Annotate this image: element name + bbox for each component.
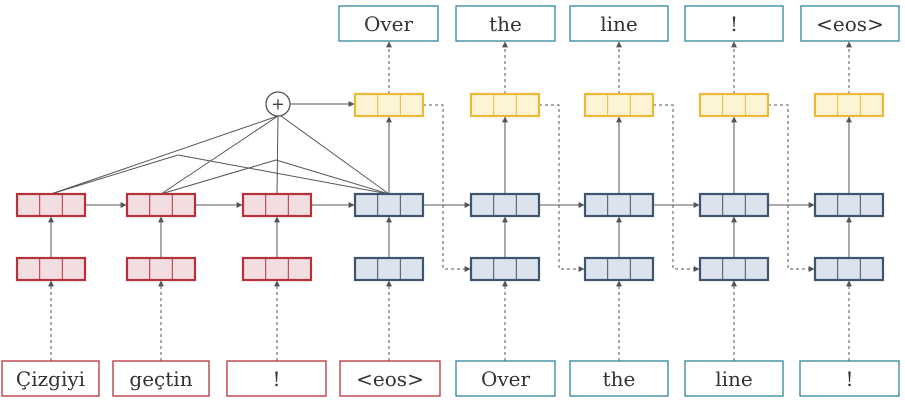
token-boxes: Çizgiyi geçtin ! <eos> Over the line [1,5,900,397]
decoder-hidden-cell [353,192,425,218]
source-token-label: Çizgiyi [16,367,85,391]
connection-lines [48,41,852,361]
encoder-embedding-cell [241,256,313,282]
feed-input-arrow [423,104,471,272]
attentional-hidden-cell [813,92,885,118]
attention-weight-line [276,115,279,195]
decoder-input-label: Over [481,367,531,391]
attentional-hidden-cell [583,92,655,118]
encoder-hidden-cell [125,192,197,218]
decoder-embedding-cell [698,256,770,282]
output-token-3: ! [684,5,784,42]
encoder-hidden-cell [15,192,87,218]
decoder-input-token-0: Over [455,360,556,397]
decoder-hidden-cell [469,192,541,218]
attention-weight-line [160,115,279,195]
feed-input-arrow [539,104,585,272]
decoder-input-label: line [715,367,753,391]
output-token-label: the [489,12,522,36]
output-token-label: <eos> [816,12,884,36]
decoder-hidden-cell [813,192,885,218]
output-token-0: Over [338,5,439,42]
attentional-hidden-cell [353,92,425,118]
source-token-label: ! [272,367,280,391]
output-token-label: Over [364,12,414,36]
decoder-input-token-3: ! [799,360,900,397]
attention-weight-line [50,115,279,195]
source-token-2: ! [226,360,327,397]
decoder-hidden-cell [583,192,655,218]
output-token-2: line [569,5,669,42]
attention-combine-node: + [265,91,291,117]
decoder-input-label: ! [845,367,853,391]
decoder-embedding-cell [813,256,885,282]
decoder-input-token-2: line [684,360,784,397]
decoder-embedding-cell [469,256,541,282]
decoder-input-token-1: the [569,360,669,397]
output-token-4: <eos> [800,5,900,42]
source-token-0: Çizgiyi [1,360,100,397]
attention-score-line [275,159,390,195]
source-token-3: <eos> [339,360,441,397]
decoder-embedding-cell [353,256,425,282]
plus-icon: + [271,95,284,114]
attention-score-line [177,154,390,195]
attention-score-line [50,154,179,195]
source-token-label: <eos> [356,367,424,391]
feed-input-arrow [768,104,815,272]
attentional-hidden-cell [698,92,770,118]
decoder-embedding-cell [583,256,655,282]
attention-score-line [160,159,277,195]
encoder-embedding-cell [15,256,87,282]
decoder-hidden-cell [698,192,770,218]
feed-input-arrow [653,104,700,272]
output-token-1: the [455,5,556,42]
encoder-hidden-cell [241,192,313,218]
attentional-hidden-cell [469,92,541,118]
source-token-1: geçtin [112,360,210,397]
attention-score-line [280,115,390,195]
decoder-input-label: the [603,367,636,391]
output-token-label: line [600,12,638,36]
source-token-label: geçtin [129,367,192,391]
rnn-cells [15,92,885,282]
output-token-label: ! [730,12,738,36]
encoder-embedding-cell [125,256,197,282]
